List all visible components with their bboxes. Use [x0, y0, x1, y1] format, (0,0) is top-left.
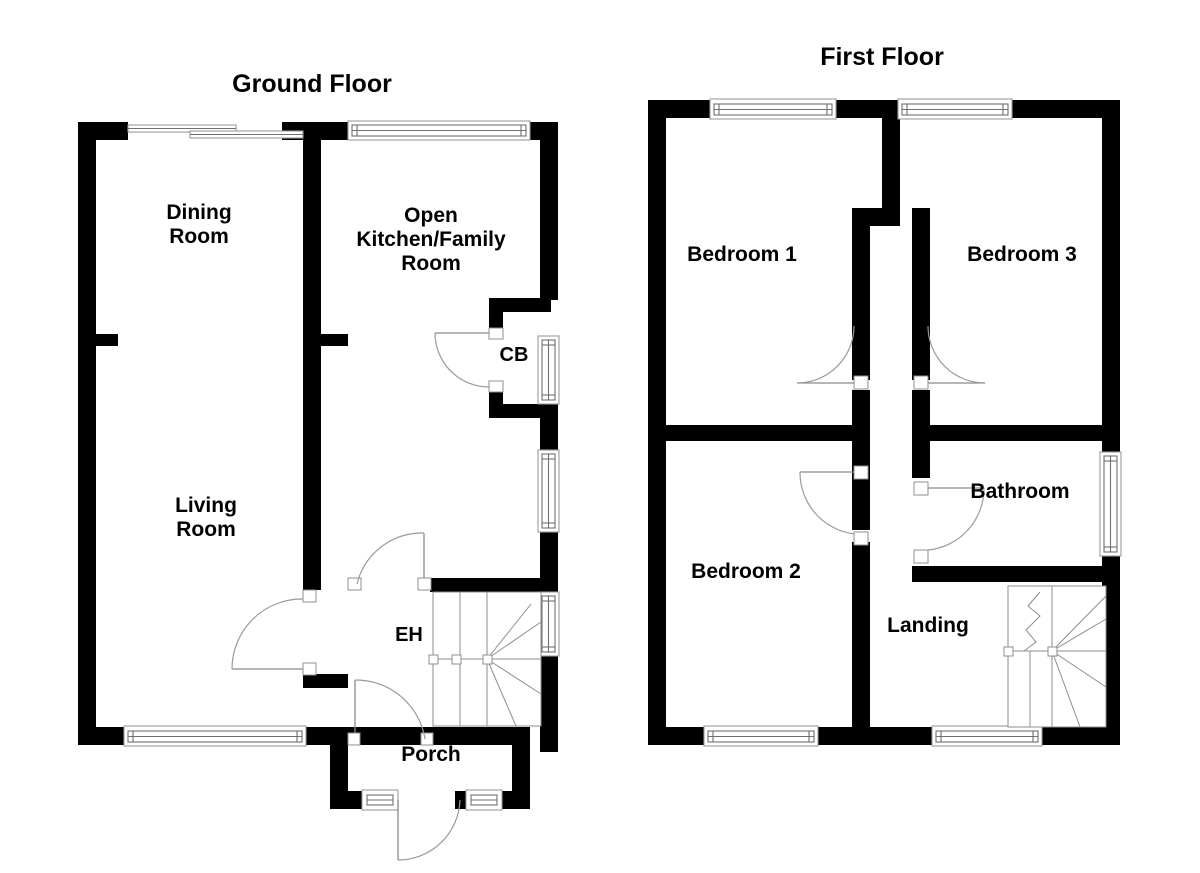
kitchen-top-window — [347, 120, 531, 141]
dining-room-label-line2: Room — [169, 225, 229, 248]
kitchen-eh-door — [347, 532, 432, 591]
living-eh-door — [231, 589, 317, 676]
first-floor-staircase — [1003, 585, 1107, 728]
entrance-hall-label: EH — [395, 624, 423, 646]
cb-window — [537, 335, 560, 405]
first-floor-plan: First Floor — [648, 43, 1122, 747]
first-floor-walls — [648, 100, 1120, 745]
bedroom2-door — [799, 465, 869, 546]
eh-porch-door — [347, 679, 434, 746]
living-bottom-window — [123, 725, 307, 747]
ground-floor-labels: Dining Room Open Kitchen/Family Room CB … — [166, 201, 528, 766]
first-floor-doors — [796, 325, 986, 564]
bedroom1-window — [709, 98, 837, 120]
bedroom3-label: Bedroom 3 — [967, 243, 1077, 266]
living-room-label-line2: Room — [176, 518, 236, 541]
landing-label: Landing — [887, 614, 969, 637]
porch-window-left — [361, 789, 399, 811]
first-floor-windows — [703, 98, 1122, 747]
first-floor-labels: Bedroom 1 Bedroom 3 Bedroom 2 Bathroom L… — [687, 243, 1077, 637]
dining-room-label-line1: Dining — [166, 201, 231, 224]
kitchen-label-line1: Open — [404, 204, 458, 227]
bathroom-window — [1099, 451, 1122, 557]
bedroom3-window — [897, 98, 1013, 120]
kitchen-label-line2: Kitchen/Family — [356, 228, 506, 251]
living-room-label-line1: Living — [175, 494, 237, 517]
dining-sliding-door — [127, 124, 304, 139]
ground-floor-title: Ground Floor — [232, 70, 392, 98]
ground-right-window-upper — [537, 449, 560, 533]
bedroom3-door — [913, 325, 986, 390]
porch-label: Porch — [401, 743, 461, 766]
bathroom-door — [913, 481, 985, 564]
kitchen-label-line3: Room — [401, 252, 461, 275]
ground-floor-plan: Ground Floor — [78, 70, 560, 861]
ground-floor-walls — [78, 122, 558, 809]
bedroom2-window — [703, 725, 819, 747]
first-floor-title: First Floor — [820, 43, 944, 71]
ground-floor-staircase — [428, 591, 542, 727]
bathroom-label: Bathroom — [970, 480, 1069, 503]
cupboard-label: CB — [500, 344, 529, 366]
ground-floor-doors — [231, 327, 504, 861]
porch-front-door — [397, 799, 461, 861]
bedroom1-label: Bedroom 1 — [687, 243, 797, 266]
bedroom2-label: Bedroom 2 — [691, 560, 801, 583]
bedroom1-door — [796, 325, 869, 390]
porch-window-right — [465, 789, 503, 811]
cb-door — [434, 327, 504, 393]
landing-window — [931, 725, 1043, 747]
ground-floor-windows — [123, 120, 560, 811]
